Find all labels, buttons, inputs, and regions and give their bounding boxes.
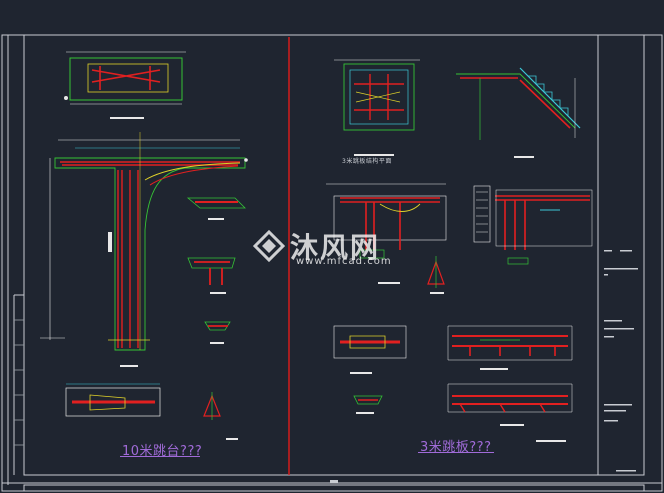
left-title-block — [14, 319, 24, 446]
left-top-plan — [64, 51, 186, 119]
platform-elevation — [40, 132, 248, 367]
left-bottom-beam — [65, 383, 161, 417]
left-drawing-title: 10米跳台??? — [122, 444, 203, 459]
left-title-underline — [120, 456, 200, 457]
bottom-tick — [330, 480, 338, 483]
watermark-brand: 沐风网 — [290, 231, 381, 264]
left-tower-detail — [203, 392, 238, 440]
watermark-logo-icon — [252, 229, 286, 263]
board-elevation-b — [473, 185, 593, 265]
board-elevation-a — [326, 183, 447, 284]
stairs-elevation — [456, 67, 581, 158]
left-detail-sections — [186, 197, 246, 344]
right-top-plan — [334, 59, 420, 156]
right-lower-details — [333, 325, 573, 442]
right-drawing-title: 3米跳板??? — [420, 440, 492, 455]
watermark-url: www.mfcad.com — [296, 256, 392, 267]
right-title-block — [604, 250, 638, 472]
right-title-underline — [418, 452, 494, 453]
section-caption: 3米跳板结构平面 — [342, 158, 392, 165]
right-tower-detail — [427, 256, 445, 294]
watermark: 沐风网 — [252, 226, 380, 266]
